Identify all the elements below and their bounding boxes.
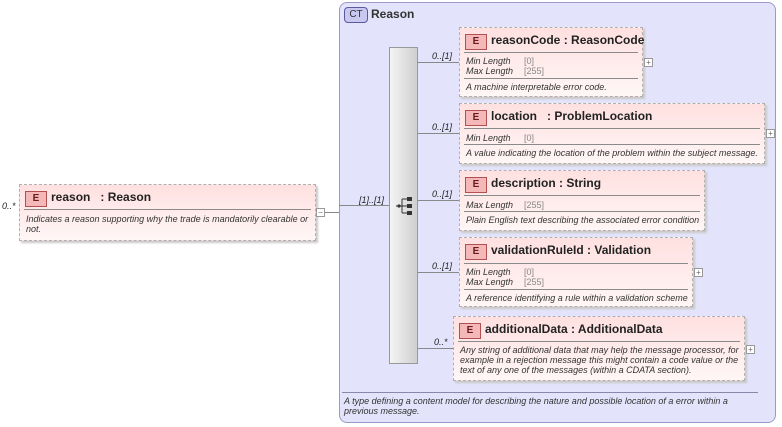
element-divider [464,263,688,264]
element-reasoncode[interactable]: E reasonCode : ReasonCode Min Length [0]… [459,27,645,97]
facet-value: [0] [524,267,535,277]
element-divider [24,209,311,210]
expand-toggle[interactable]: + [746,345,755,354]
child-line-reasoncode [418,62,459,63]
expand-toggle[interactable]: + [766,129,775,138]
collapse-toggle[interactable]: − [316,208,325,217]
facet-label: Max Length [466,277,514,287]
element-description: Indicates a reason supporting why the tr… [26,214,309,234]
element-divider [458,341,740,342]
complex-type-separator [342,392,758,393]
sequence-connector-line [339,205,389,206]
facet-value: [255] [524,66,545,76]
element-badge: E [465,177,487,193]
element-badge: E [459,323,481,339]
element-badge: E [465,110,487,126]
expand-toggle[interactable]: + [694,268,703,277]
reasoncode-cardinality: 0..[1] [432,51,453,61]
validationruleid-cardinality: 0..[1] [432,261,453,271]
element-divider [464,211,700,212]
facet-label: Min Length [466,133,511,143]
element-badge: E [25,191,47,207]
facet-value: [255] [524,200,545,210]
facet-value: [255] [524,277,545,287]
element-badge: E [465,34,487,50]
element-name: additionalData : AdditionalData [485,322,663,336]
element-description: A reference identifying a rule within a … [466,293,688,303]
root-cardinality: 0..* [2,201,16,211]
child-line-location [418,133,459,134]
element-divider [464,128,760,129]
element-name: description : String [491,176,602,190]
element-name: location : ProblemLocation [491,109,653,123]
element-validationruleid[interactable]: E validationRuleId : Validation Min Leng… [459,237,693,307]
root-connector [320,212,339,213]
facet-value: [0] [524,56,535,66]
element-description: Any string of additional data that may h… [460,345,739,375]
element-name: reasonCode : ReasonCode [491,33,645,47]
element-divider [464,52,638,53]
element-name: reason : Reason [51,190,152,204]
facet-label: Min Length [466,56,511,66]
element-divider [464,195,700,196]
element-divider [464,144,760,145]
description-cardinality: 0..[1] [432,189,453,199]
child-line-validationruleid [418,272,459,273]
facet-label: Max Length [466,66,514,76]
element-location[interactable]: E location : ProblemLocation Min Length … [459,103,765,164]
element-description: A machine interpretable error code. [466,82,607,92]
sequence-cardinality: [1]..[1] [359,195,385,205]
child-line-description [418,200,459,201]
sequence-icon [395,196,415,219]
element-divider [464,289,688,290]
element-description: A value indicating the location of the p… [466,148,758,158]
complex-type-description: A type defining a content model for desc… [344,396,728,416]
facet-value: [0] [524,133,535,143]
root-element-reason[interactable]: E reason : Reason Indicates a reason sup… [19,184,316,241]
element-description-node[interactable]: E description : String Max Length [255] … [459,170,705,231]
element-divider [464,78,638,79]
expand-toggle[interactable]: + [644,58,653,67]
element-badge: E [465,244,487,260]
facet-label: Max Length [466,200,514,210]
element-additionaldata[interactable]: E additionalData : AdditionalData Any st… [453,316,745,381]
location-cardinality: 0..[1] [432,122,453,132]
complex-type-title: Reason [371,7,415,21]
facet-label: Min Length [466,267,511,277]
complex-type-badge: CT [344,7,368,23]
element-description: Plain English text describing the associ… [466,215,700,225]
child-line-additionaldata [418,348,453,349]
element-name: validationRuleId : Validation [491,243,652,257]
additionaldata-cardinality: 0..* [434,337,448,347]
